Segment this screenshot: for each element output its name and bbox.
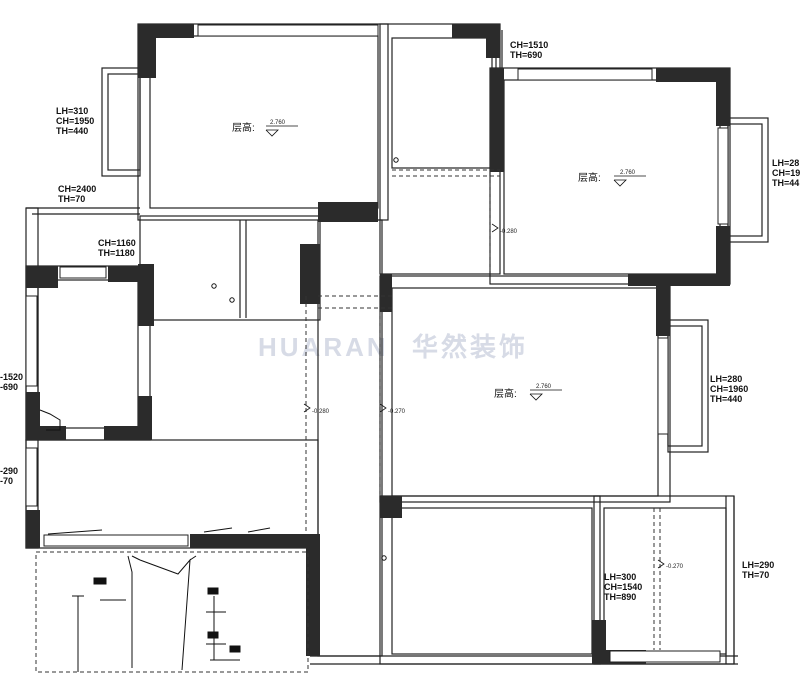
svg-text:TH=690: TH=690 (510, 50, 542, 60)
room-bottom-inner (391, 507, 593, 655)
room-top-mid-outline (379, 23, 501, 275)
height-label: 层高: (232, 121, 255, 134)
svg-text:TH=440: TH=440 (56, 126, 88, 136)
room-top-right-outline (489, 67, 731, 285)
level-triangle-icon (265, 129, 279, 137)
win-left-balcony-top-spec: CH=2400 TH=70 (58, 184, 96, 204)
height-value: 2.760 (536, 384, 552, 390)
win-left-lower-spec: -290 -70 (0, 466, 18, 486)
room-top-mid-inner (391, 37, 493, 169)
svg-text:LH=300: LH=300 (604, 572, 636, 582)
bay-left-upper-outer (101, 67, 141, 177)
svg-text:TH=44: TH=44 (772, 178, 799, 188)
svg-text:TH=1180: TH=1180 (98, 248, 135, 258)
watermark-latin: HUARAN (258, 332, 389, 362)
svg-text:CH=1160: CH=1160 (98, 238, 136, 248)
room-left-balcony-inner (37, 279, 139, 429)
fixtures (39, 157, 399, 561)
watermark: HUARAN 华然装饰 (258, 332, 528, 362)
svg-text:TH=70: TH=70 (58, 194, 85, 204)
room-top-right-inner (503, 79, 721, 275)
svg-text:LH=310: LH=310 (56, 106, 88, 116)
bay-right-mid (667, 325, 703, 447)
room-mid-left-outline (139, 215, 321, 321)
win-top-mid-spec: CH=1510 TH=690 (510, 40, 548, 60)
svg-text:LH=28: LH=28 (772, 158, 799, 168)
svg-text:CH=1950: CH=1950 (56, 116, 94, 126)
floor-drain-icon (229, 297, 235, 303)
level-triangle-icon (613, 179, 627, 187)
svg-text:-690: -690 (0, 382, 18, 392)
room-living-height: 层高: 2.760 (494, 384, 562, 401)
level-mark: -0.280 (500, 229, 518, 235)
floor-drain-icon (381, 555, 387, 561)
room-left-balcony-outline (25, 265, 151, 441)
height-label: 层高: (578, 171, 601, 184)
height-value: 2.760 (620, 170, 636, 176)
room-living-inner (391, 287, 659, 497)
room-bottom-outline (379, 495, 601, 665)
svg-text:-290: -290 (0, 466, 18, 476)
floor-drain-icon (211, 283, 217, 289)
cabinet-dashed-box (35, 551, 309, 673)
room-dining-outline (25, 439, 319, 549)
watermark-cjk: 华然装饰 (412, 332, 528, 362)
corridor-outline (317, 219, 383, 657)
win-right-mid-spec: LH=280 CH=1960 TH=440 (710, 374, 748, 404)
win-left-upper-spec: LH=310 CH=1950 TH=440 (56, 106, 94, 136)
room-top-left-inner (149, 35, 379, 209)
svg-text:CH=2400: CH=2400 (58, 184, 96, 194)
svg-text:TH=70: TH=70 (742, 570, 769, 580)
level-mark: -0.280 (312, 409, 330, 415)
room-top-left-height: 层高: 2.760 (232, 120, 298, 137)
room-labels: 层高: 2.760 层高: 2.760 层高: 2.760 (232, 120, 646, 401)
svg-text:CH=1960: CH=1960 (710, 384, 748, 394)
win-right-upper-spec: LH=28 CH=19 TH=44 (772, 158, 800, 188)
level-mark: -0.270 (388, 409, 406, 415)
room-top-right-height: 层高: 2.760 (578, 170, 646, 187)
floor-drain-icon (393, 157, 399, 163)
room-top-left-outline (137, 23, 389, 221)
svg-text:TH=890: TH=890 (604, 592, 636, 602)
height-value: 2.760 (270, 120, 286, 126)
svg-text:-1520: -1520 (0, 372, 23, 382)
svg-text:-70: -70 (0, 476, 13, 486)
level-marks: -0.280 -0.280 -0.270 -0.270 (303, 223, 684, 570)
svg-text:LH=280: LH=280 (710, 374, 742, 384)
win-bottom-right-outer-spec: LH=290 TH=70 (742, 560, 774, 580)
svg-text:CH=19: CH=19 (772, 168, 800, 178)
win-left-mid-spec: -1520 -690 (0, 372, 23, 392)
cabinet-detail (72, 555, 241, 672)
svg-text:LH=290: LH=290 (742, 560, 774, 570)
level-mark: -0.270 (666, 564, 684, 570)
window-openings (25, 24, 729, 663)
svg-text:TH=440: TH=440 (710, 394, 742, 404)
bay-left-upper (107, 73, 141, 171)
room-living-outline (379, 275, 671, 503)
svg-text:CH=1510: CH=1510 (510, 40, 548, 50)
svg-text:CH=1540: CH=1540 (604, 582, 642, 592)
bay-right-upper (727, 123, 763, 237)
sink-icon (39, 409, 61, 431)
win-inner-small-spec: CH=1160 TH=1180 (98, 238, 136, 258)
thin-walls (25, 23, 769, 665)
win-bottom-right-inner-spec: LH=300 CH=1540 TH=890 (604, 572, 642, 602)
level-triangle-icon (529, 393, 543, 401)
window-spec-labels: LH=310 CH=1950 TH=440 CH=1510 TH=690 LH=… (0, 40, 800, 602)
height-label: 层高: (494, 387, 517, 400)
